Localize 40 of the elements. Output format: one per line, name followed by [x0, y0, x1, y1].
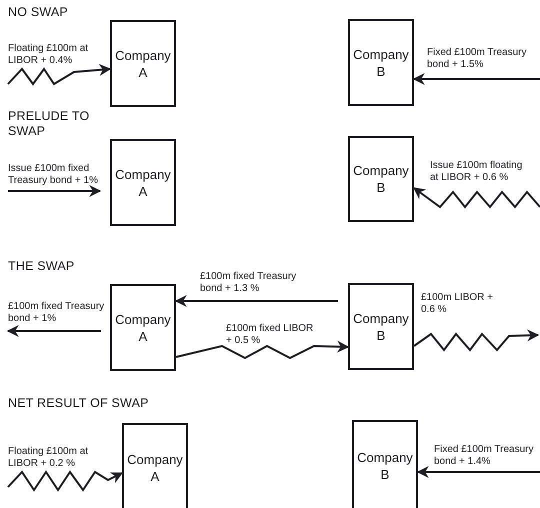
company-box — [348, 283, 414, 370]
edge-label: £100m fixed LIBOR + 0.5 % — [226, 323, 314, 347]
edge-label: Fixed £100m Treasury bond + 1.5% — [427, 47, 528, 71]
company-box — [110, 284, 176, 371]
zigzag-arrow — [413, 187, 540, 209]
edge-label: £100m LIBOR + 0.6 % — [421, 292, 493, 316]
edge-label: Issue £100m floating at LIBOR + 0.6 % — [430, 160, 524, 184]
edge-label: Floating £100m at LIBOR + 0.2 % — [8, 446, 90, 470]
zigzag-arrow — [7, 470, 124, 492]
zigzag-arrow — [7, 64, 112, 86]
edge-label: Issue £100m fixed Treasury bond + 1% — [8, 163, 99, 187]
company-name: Company A — [115, 166, 171, 200]
company-name: Company B — [353, 46, 409, 80]
edge-label: £100m fixed Treasury bond + 1.3 % — [200, 271, 298, 295]
company-box — [352, 420, 418, 508]
arrow — [416, 466, 540, 478]
edge-label: Floating £100m at LIBOR + 0.4% — [8, 43, 90, 67]
company-box — [110, 20, 176, 107]
company-name: Company B — [357, 449, 413, 483]
section-heading: NO SWAP — [8, 5, 69, 20]
edge-label: £100m fixed Treasury bond + 1% — [8, 301, 106, 325]
arrow — [8, 185, 102, 197]
section-heading: NET RESULT OF SWAP — [8, 396, 150, 411]
arrow — [6, 325, 101, 337]
arrow — [174, 295, 338, 307]
company-box — [122, 423, 188, 508]
company-box — [110, 139, 176, 226]
section-heading: PRELUDE TO SWAP — [8, 109, 90, 139]
company-box — [348, 136, 414, 222]
company-name: Company B — [353, 162, 409, 196]
company-name: Company A — [115, 46, 171, 80]
company-box — [348, 19, 414, 106]
company-name: Company B — [353, 310, 409, 344]
arrow — [412, 73, 540, 85]
company-name: Company A — [127, 451, 183, 485]
edge-label: Fixed £100m Treasury bond + 1.4% — [434, 444, 534, 468]
section-heading: THE SWAP — [8, 259, 76, 274]
zigzag-arrow — [413, 329, 540, 352]
company-name: Company A — [115, 310, 171, 344]
zigzag-arrow — [176, 340, 350, 360]
